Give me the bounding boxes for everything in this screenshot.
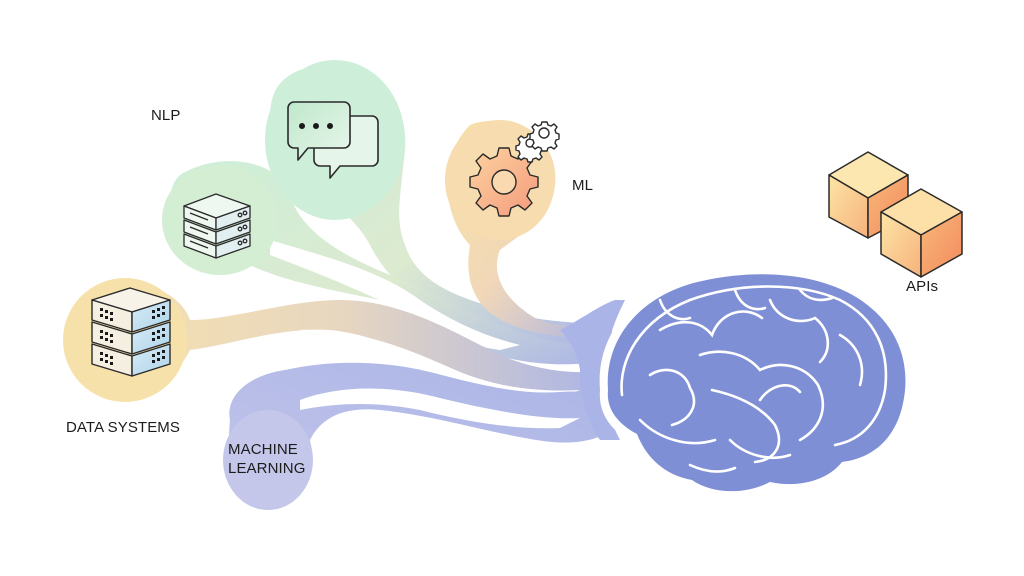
label-ml: ML — [572, 177, 594, 194]
data-server-icon — [91, 287, 171, 377]
label-data-systems: DATA SYSTEMS — [66, 419, 181, 436]
server-stack-icon — [183, 193, 251, 259]
label-machine-learning: MACHINE LEARNING — [228, 440, 306, 478]
gears-icon — [469, 121, 560, 217]
chat-bubbles-icon — [287, 101, 379, 179]
label-nlp: NLP — [151, 107, 181, 124]
bubble-machine — [223, 410, 313, 510]
stream-gap-1 — [270, 240, 520, 350]
stream-data — [67, 283, 610, 395]
brain-illustration — [599, 264, 915, 502]
stream-gap-2 — [300, 329, 580, 399]
cubes-icon — [828, 151, 963, 278]
stream-gap-3 — [300, 388, 580, 429]
stream-merge — [560, 300, 625, 440]
label-apis: APIs — [906, 278, 939, 295]
label-machine-line2: LEARNING — [228, 460, 306, 477]
stream-servers — [170, 161, 610, 365]
label-machine-line1: MACHINE — [228, 441, 298, 458]
